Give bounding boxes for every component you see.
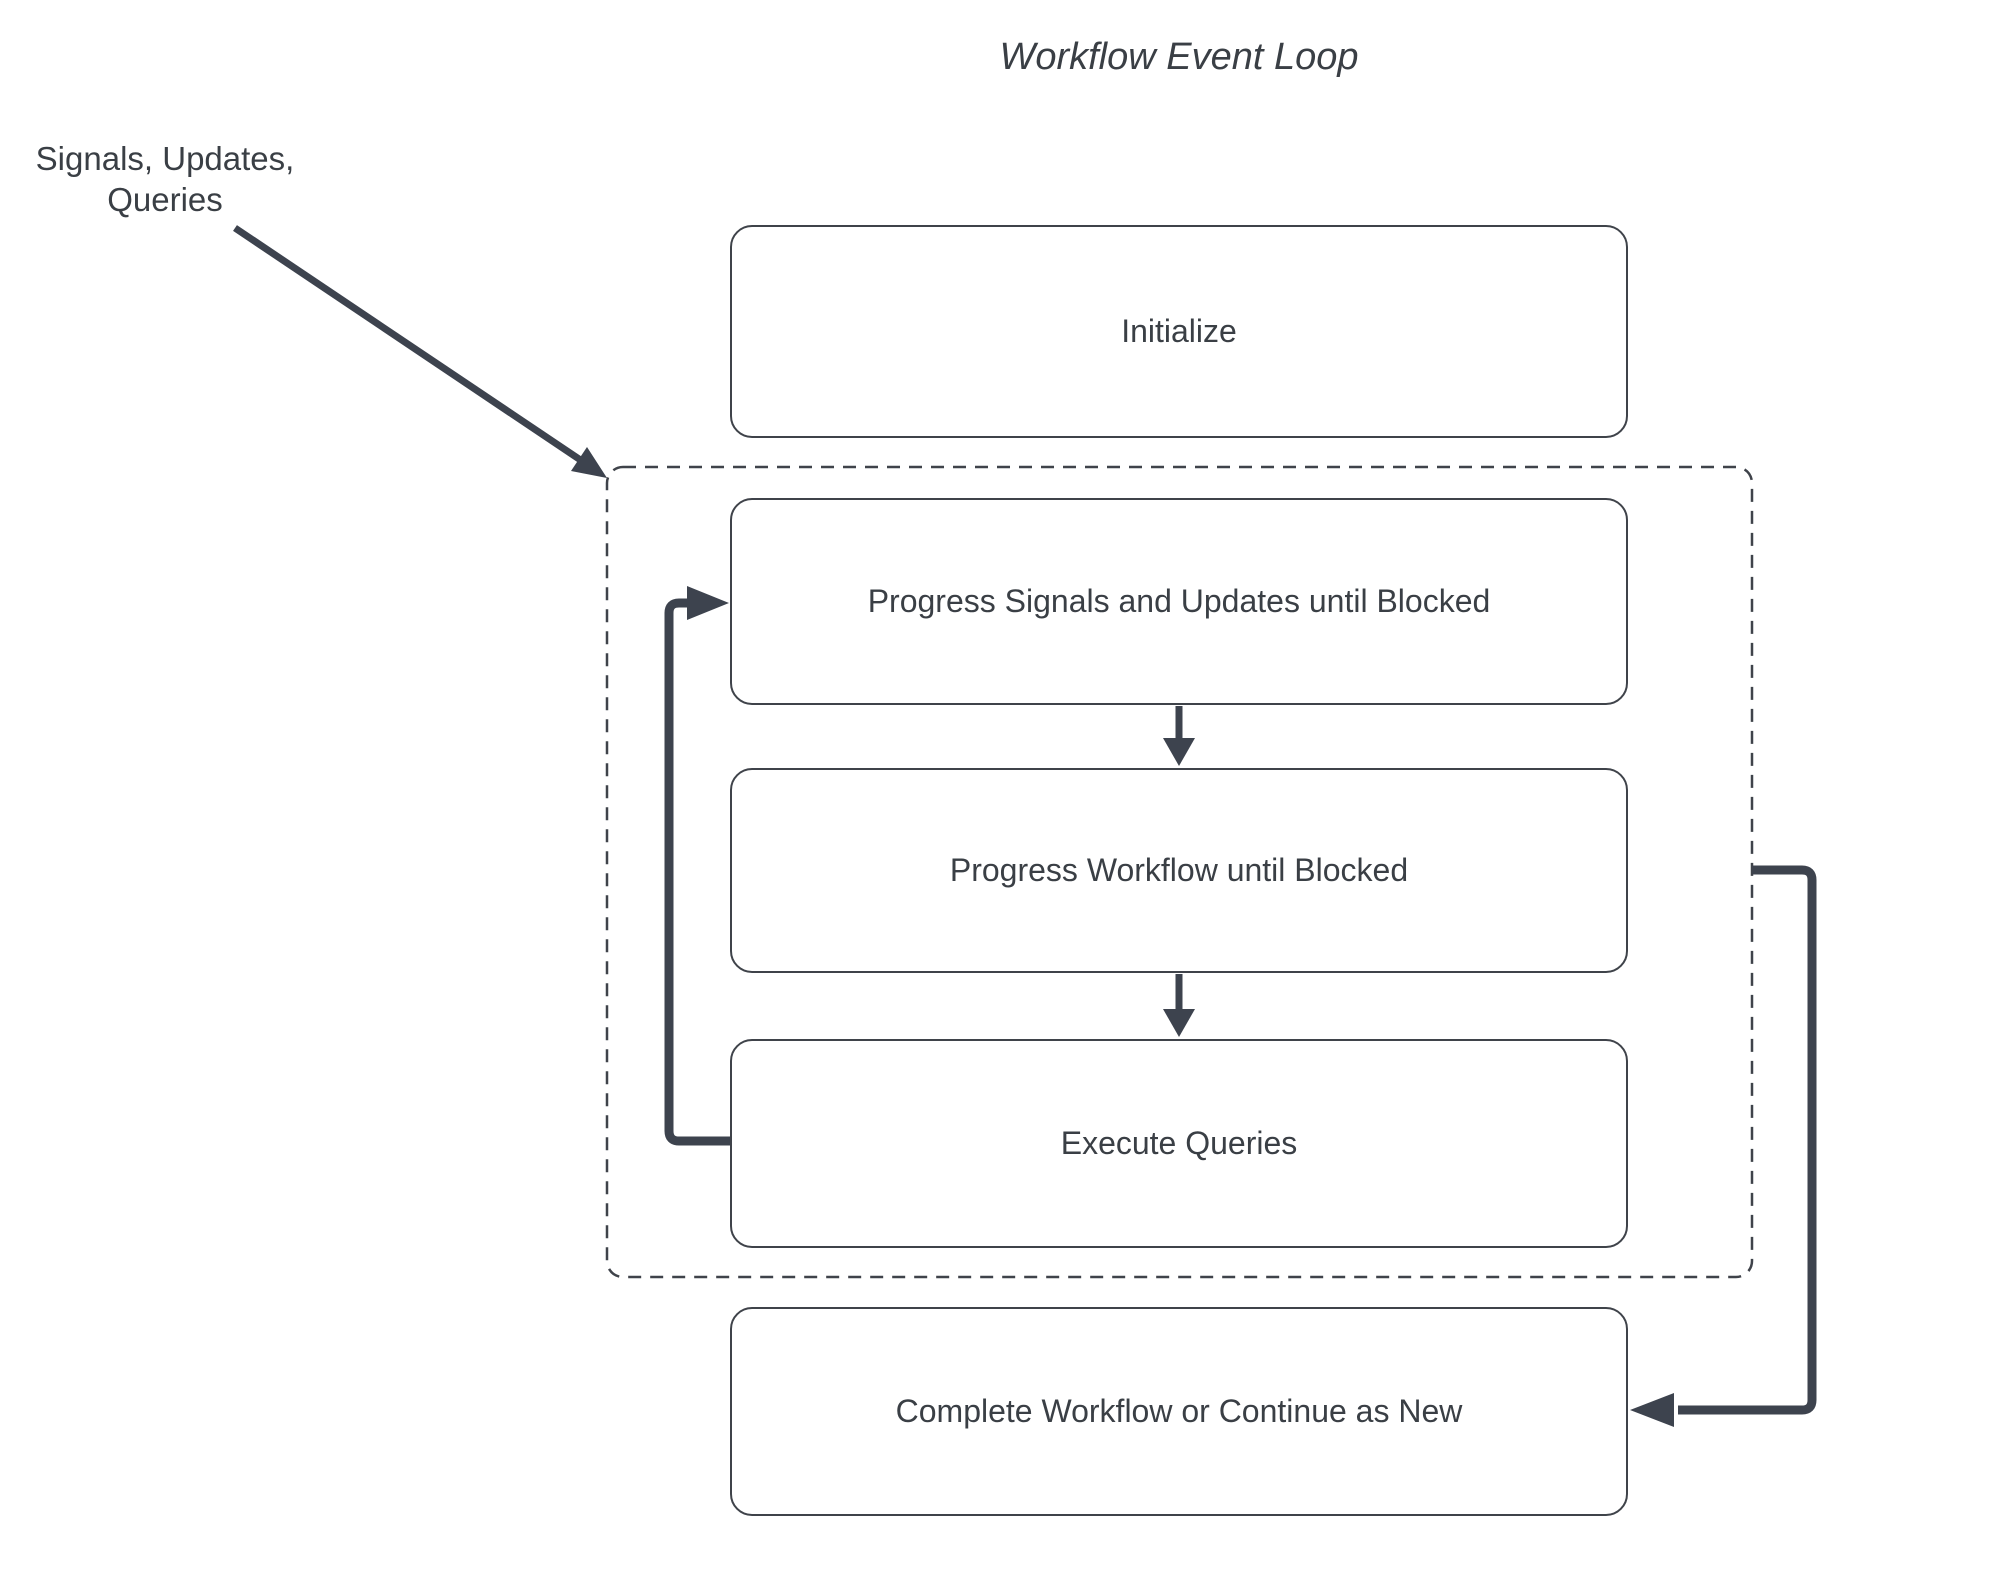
loop-back-arrowhead-icon bbox=[687, 586, 729, 620]
arrow-signals-to-workflow bbox=[1163, 706, 1195, 766]
node-initialize: Initialize bbox=[730, 225, 1628, 438]
external-inputs-arrow bbox=[233, 225, 607, 478]
external-inputs-arrowhead-icon bbox=[571, 447, 607, 478]
exit-arrowhead-icon bbox=[1630, 1393, 1674, 1427]
arrow-workflow-to-queries bbox=[1163, 974, 1195, 1037]
loop-back-arrow bbox=[664, 586, 730, 1146]
exit-arrow-line bbox=[1678, 865, 1817, 1415]
node-progress-signals-and-updates: Progress Signals and Updates until Block… bbox=[730, 498, 1628, 705]
external-inputs-label: Signals, Updates, Queries bbox=[35, 140, 295, 218]
node-complete-workflow-or-continue-as-new: Complete Workflow or Continue as New bbox=[730, 1307, 1628, 1516]
external-inputs-arrow-line bbox=[233, 225, 584, 464]
loop-back-arrow-line bbox=[664, 598, 730, 1146]
exit-arrow bbox=[1630, 865, 1817, 1427]
node-progress-workflow: Progress Workflow until Blocked bbox=[730, 768, 1628, 973]
diagram-title: Workflow Event Loop bbox=[999, 36, 1359, 78]
arrow-workflow-to-queries-head-icon bbox=[1163, 1009, 1195, 1037]
node-execute-queries: Execute Queries bbox=[730, 1039, 1628, 1248]
arrow-signals-to-workflow-head-icon bbox=[1163, 738, 1195, 766]
